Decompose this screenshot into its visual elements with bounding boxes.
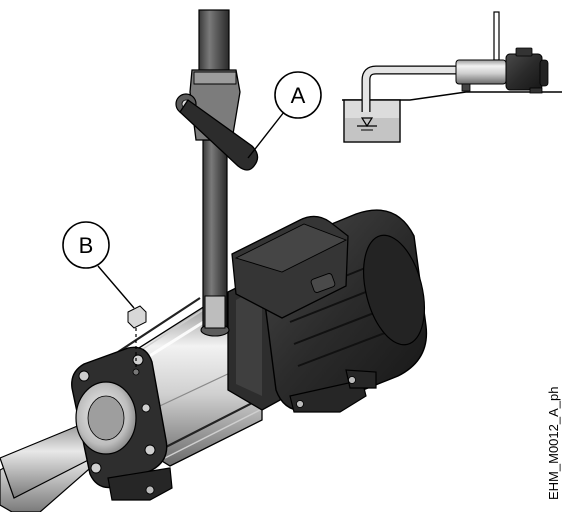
callout-b-circle: [62, 221, 110, 269]
inset-floor: [342, 91, 562, 101]
flange-bolt-icon: [78, 370, 90, 382]
installation-inset: [342, 11, 562, 143]
pump-flange: [71, 346, 173, 501]
inset-discharge-pipe: [493, 11, 500, 61]
callout-a-circle: [274, 71, 322, 119]
callout-a-leader: [247, 111, 285, 159]
cable-gland: [310, 273, 336, 293]
callout-a-label: A: [291, 83, 306, 108]
motor: [231, 209, 428, 413]
inset-pump-body: [455, 59, 507, 85]
discharge-pipe: [198, 9, 230, 337]
callout-b: B: [62, 221, 135, 309]
callout-a: A: [247, 71, 322, 159]
vent-plug: [127, 305, 147, 376]
callout-b-label: B: [79, 233, 94, 258]
motor-fan-cover: [363, 234, 425, 346]
water-level-icon: [360, 117, 374, 128]
valve-handle: [179, 99, 259, 171]
figure-code: EHM_M0012_A_ph: [546, 387, 561, 500]
callout-b-leader: [97, 265, 135, 309]
foot-bolt-icon: [145, 485, 155, 495]
inset-motor: [505, 53, 543, 91]
main-pump: [0, 9, 428, 512]
